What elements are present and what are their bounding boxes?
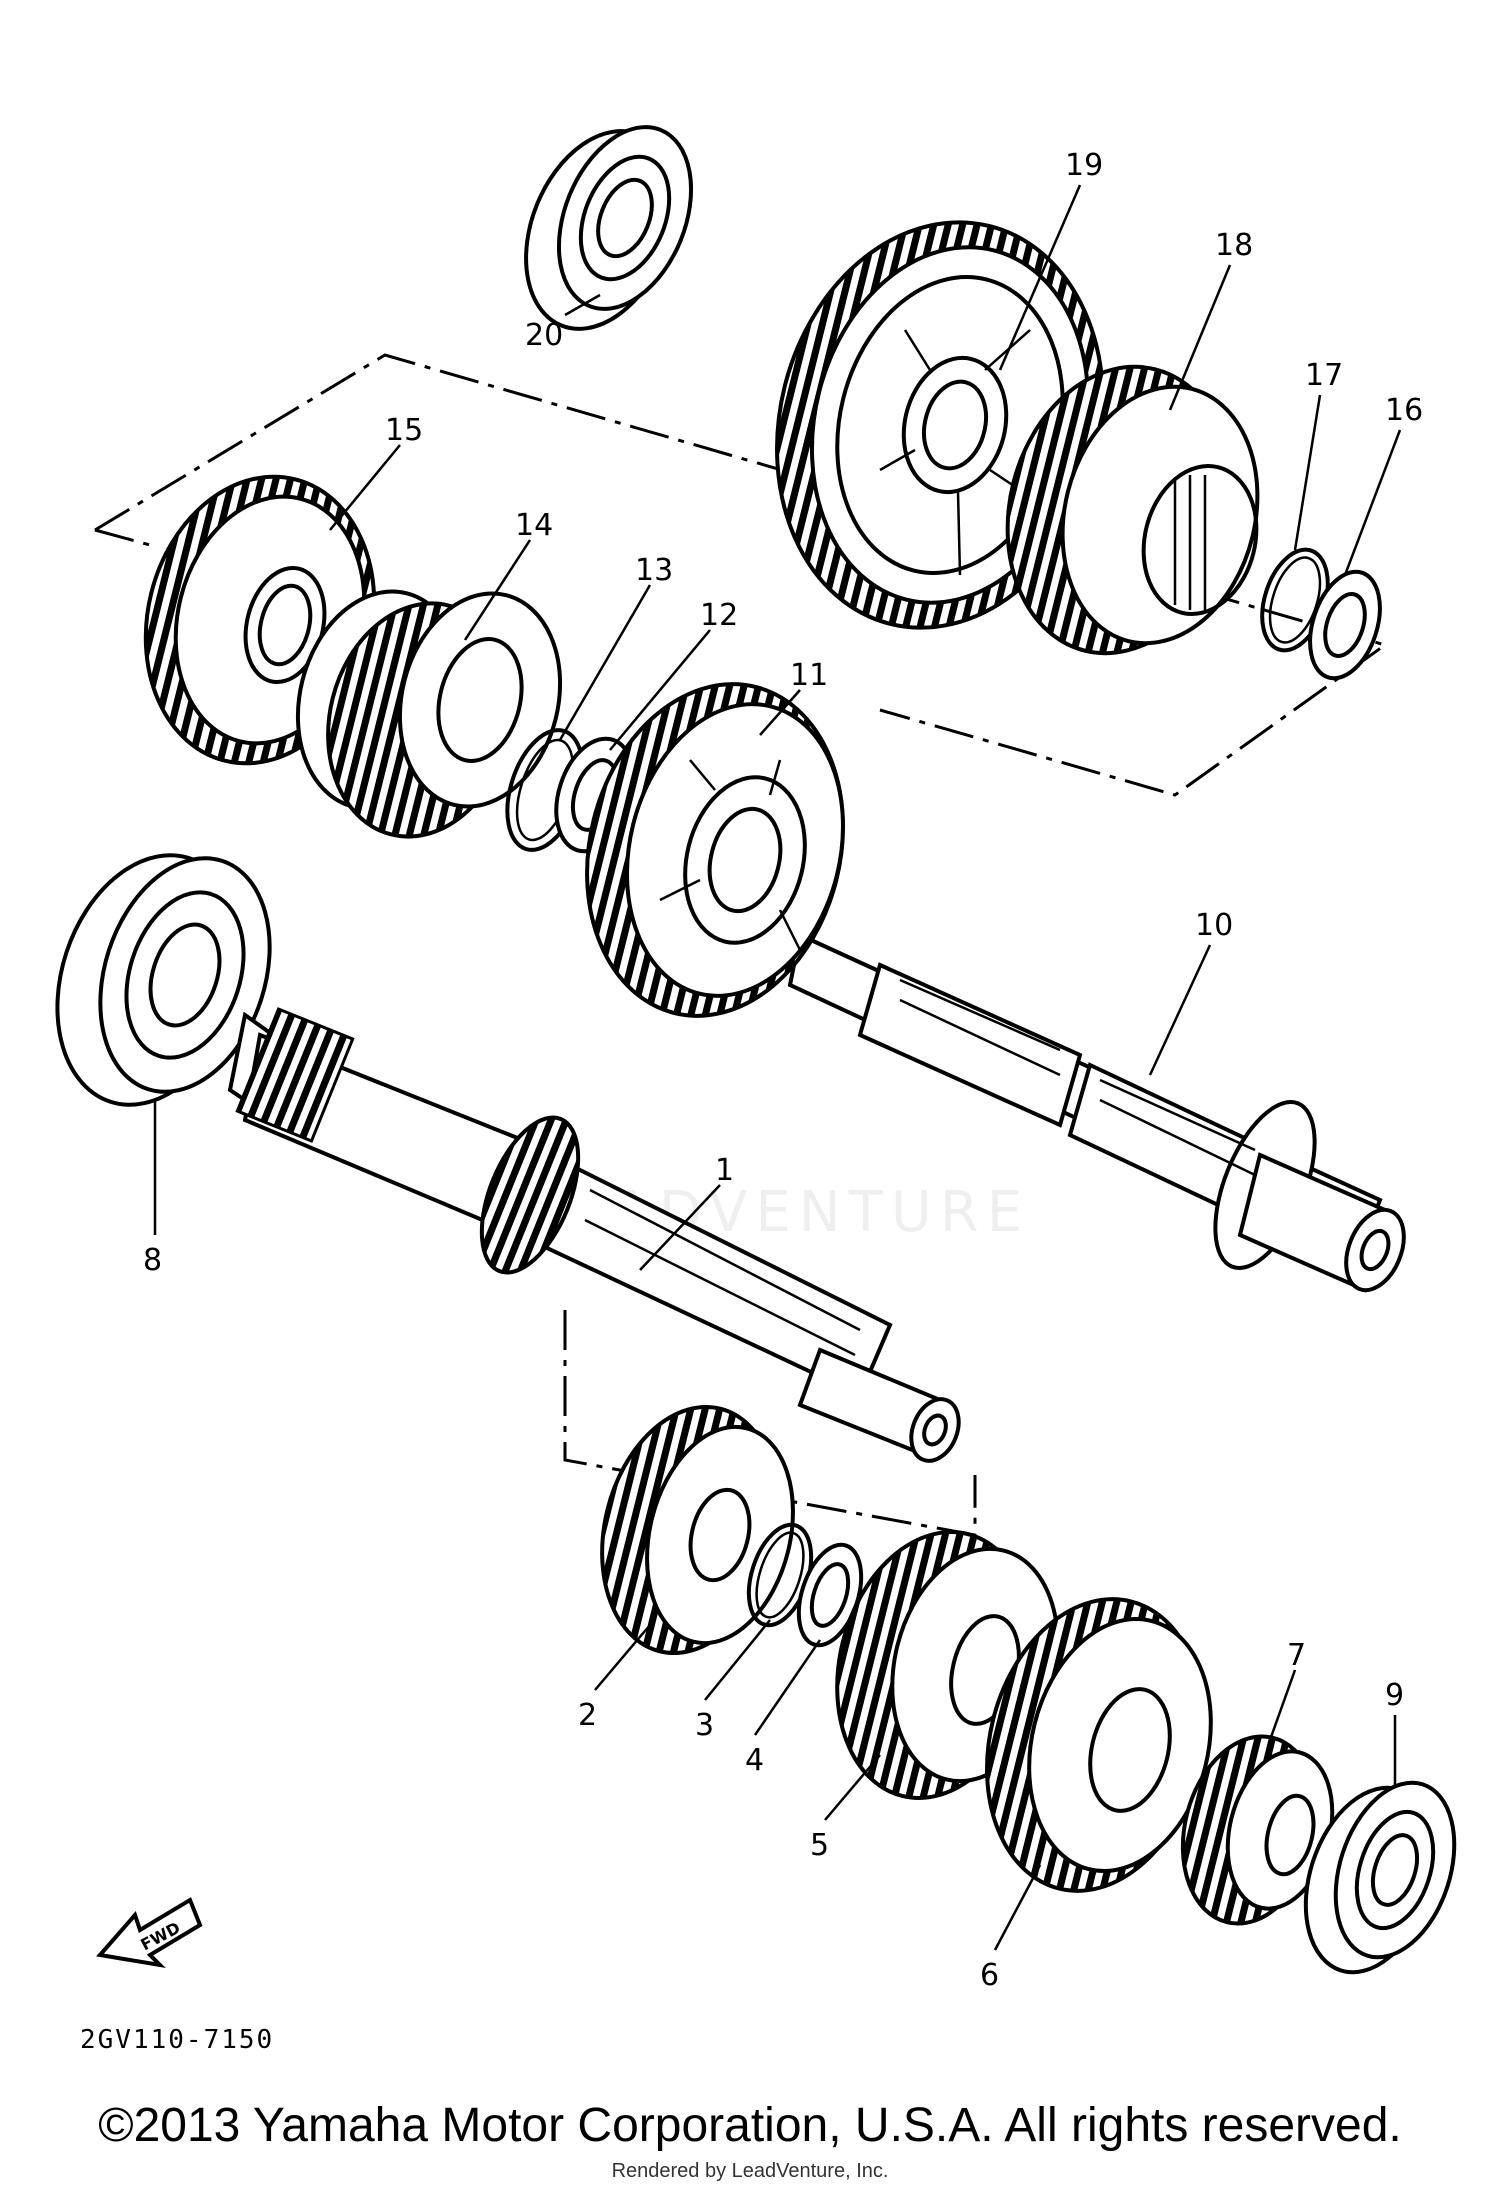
rendered-by-notice: Rendered by LeadVenture, Inc. (611, 2160, 889, 2182)
gear-2[interactable] (577, 1388, 814, 1672)
label-part-16: 16 (1385, 393, 1423, 428)
drawing-code: 2GV110-7150 (80, 2025, 274, 2055)
washer-16[interactable] (1298, 563, 1393, 687)
label-part-3: 3 (695, 1708, 714, 1743)
label-part-15: 15 (385, 413, 423, 448)
gear-6[interactable] (957, 1576, 1236, 1914)
label-part-13: 13 (635, 553, 673, 588)
gear-18[interactable] (978, 343, 1283, 678)
assembly-outline-upper (94, 353, 1389, 797)
bearing-8[interactable] (27, 831, 298, 1129)
label-part-19: 19 (1065, 148, 1103, 183)
label-part-5: 5 (810, 1828, 829, 1863)
label-part-12: 12 (700, 598, 738, 633)
fwd-arrow-icon: FWD (96, 1897, 203, 1968)
label-part-17: 17 (1305, 358, 1343, 393)
main-axle-1[interactable] (227, 1007, 967, 1468)
gear-14[interactable] (276, 574, 582, 856)
label-part-1: 1 (715, 1153, 734, 1188)
assembly-outline-upper-left (94, 528, 151, 547)
gear-7[interactable] (1164, 1722, 1348, 1938)
label-part-14: 14 (515, 508, 553, 543)
bearing-20[interactable] (498, 107, 716, 351)
label-part-9: 9 (1385, 1678, 1404, 1713)
bearing-9[interactable] (1284, 1767, 1476, 1988)
label-part-2: 2 (578, 1698, 597, 1733)
copyright-notice: ©2013 Yamaha Motor Corporation, U.S.A. A… (98, 2099, 1402, 2152)
label-part-18: 18 (1215, 228, 1253, 263)
label-part-11: 11 (790, 658, 828, 693)
drive-axle-10[interactable] (787, 932, 1415, 1299)
label-part-10: 10 (1195, 908, 1233, 943)
leader-lines (153, 184, 1402, 1951)
label-part-6: 6 (980, 1958, 999, 1993)
label-part-4: 4 (745, 1743, 764, 1778)
label-part-20: 20 (525, 318, 563, 353)
gear-11[interactable] (553, 657, 877, 1043)
label-part-8: 8 (143, 1243, 162, 1278)
label-part-7: 7 (1287, 1638, 1306, 1673)
